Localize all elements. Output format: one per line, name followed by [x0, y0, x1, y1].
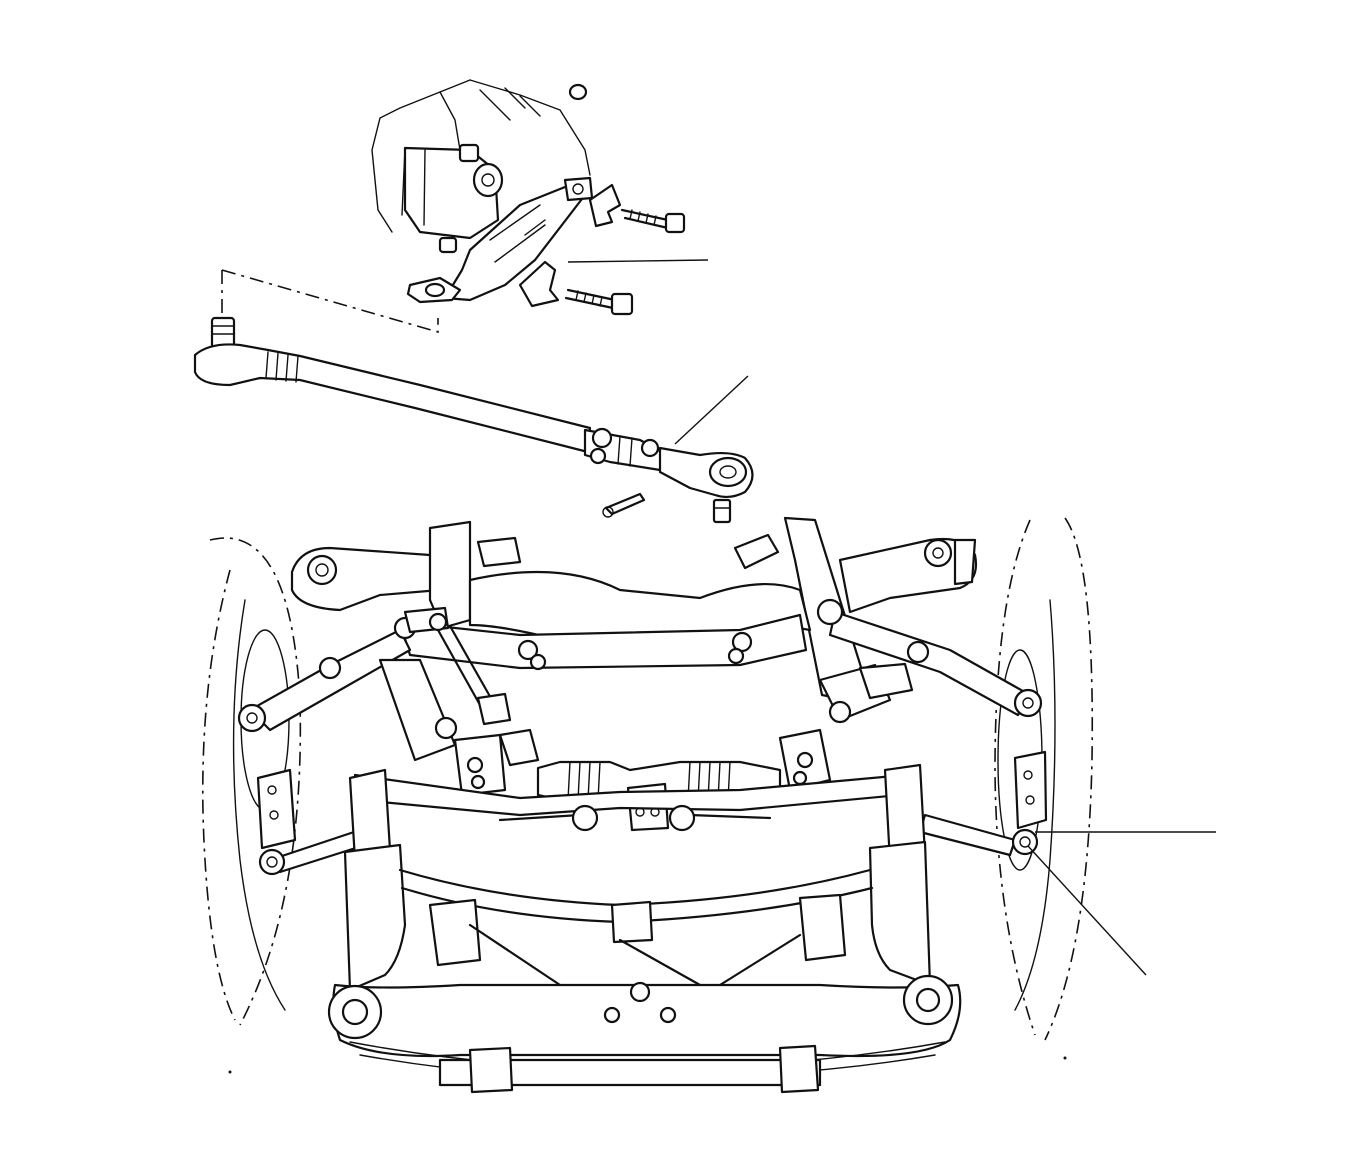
callout-lines	[567, 259, 1216, 976]
assembly-guide-line	[221, 269, 439, 334]
callout-bracket	[567, 259, 709, 263]
tie-rod-assembly	[193, 316, 754, 524]
scan-dot	[1063, 1056, 1067, 1060]
scan-dot	[228, 1070, 232, 1074]
callout-tie-rod	[674, 375, 749, 445]
callout-control-arm-diagonal	[1027, 845, 1147, 976]
steering-column-bracket	[371, 79, 686, 316]
front-subframe	[237, 516, 1048, 1094]
